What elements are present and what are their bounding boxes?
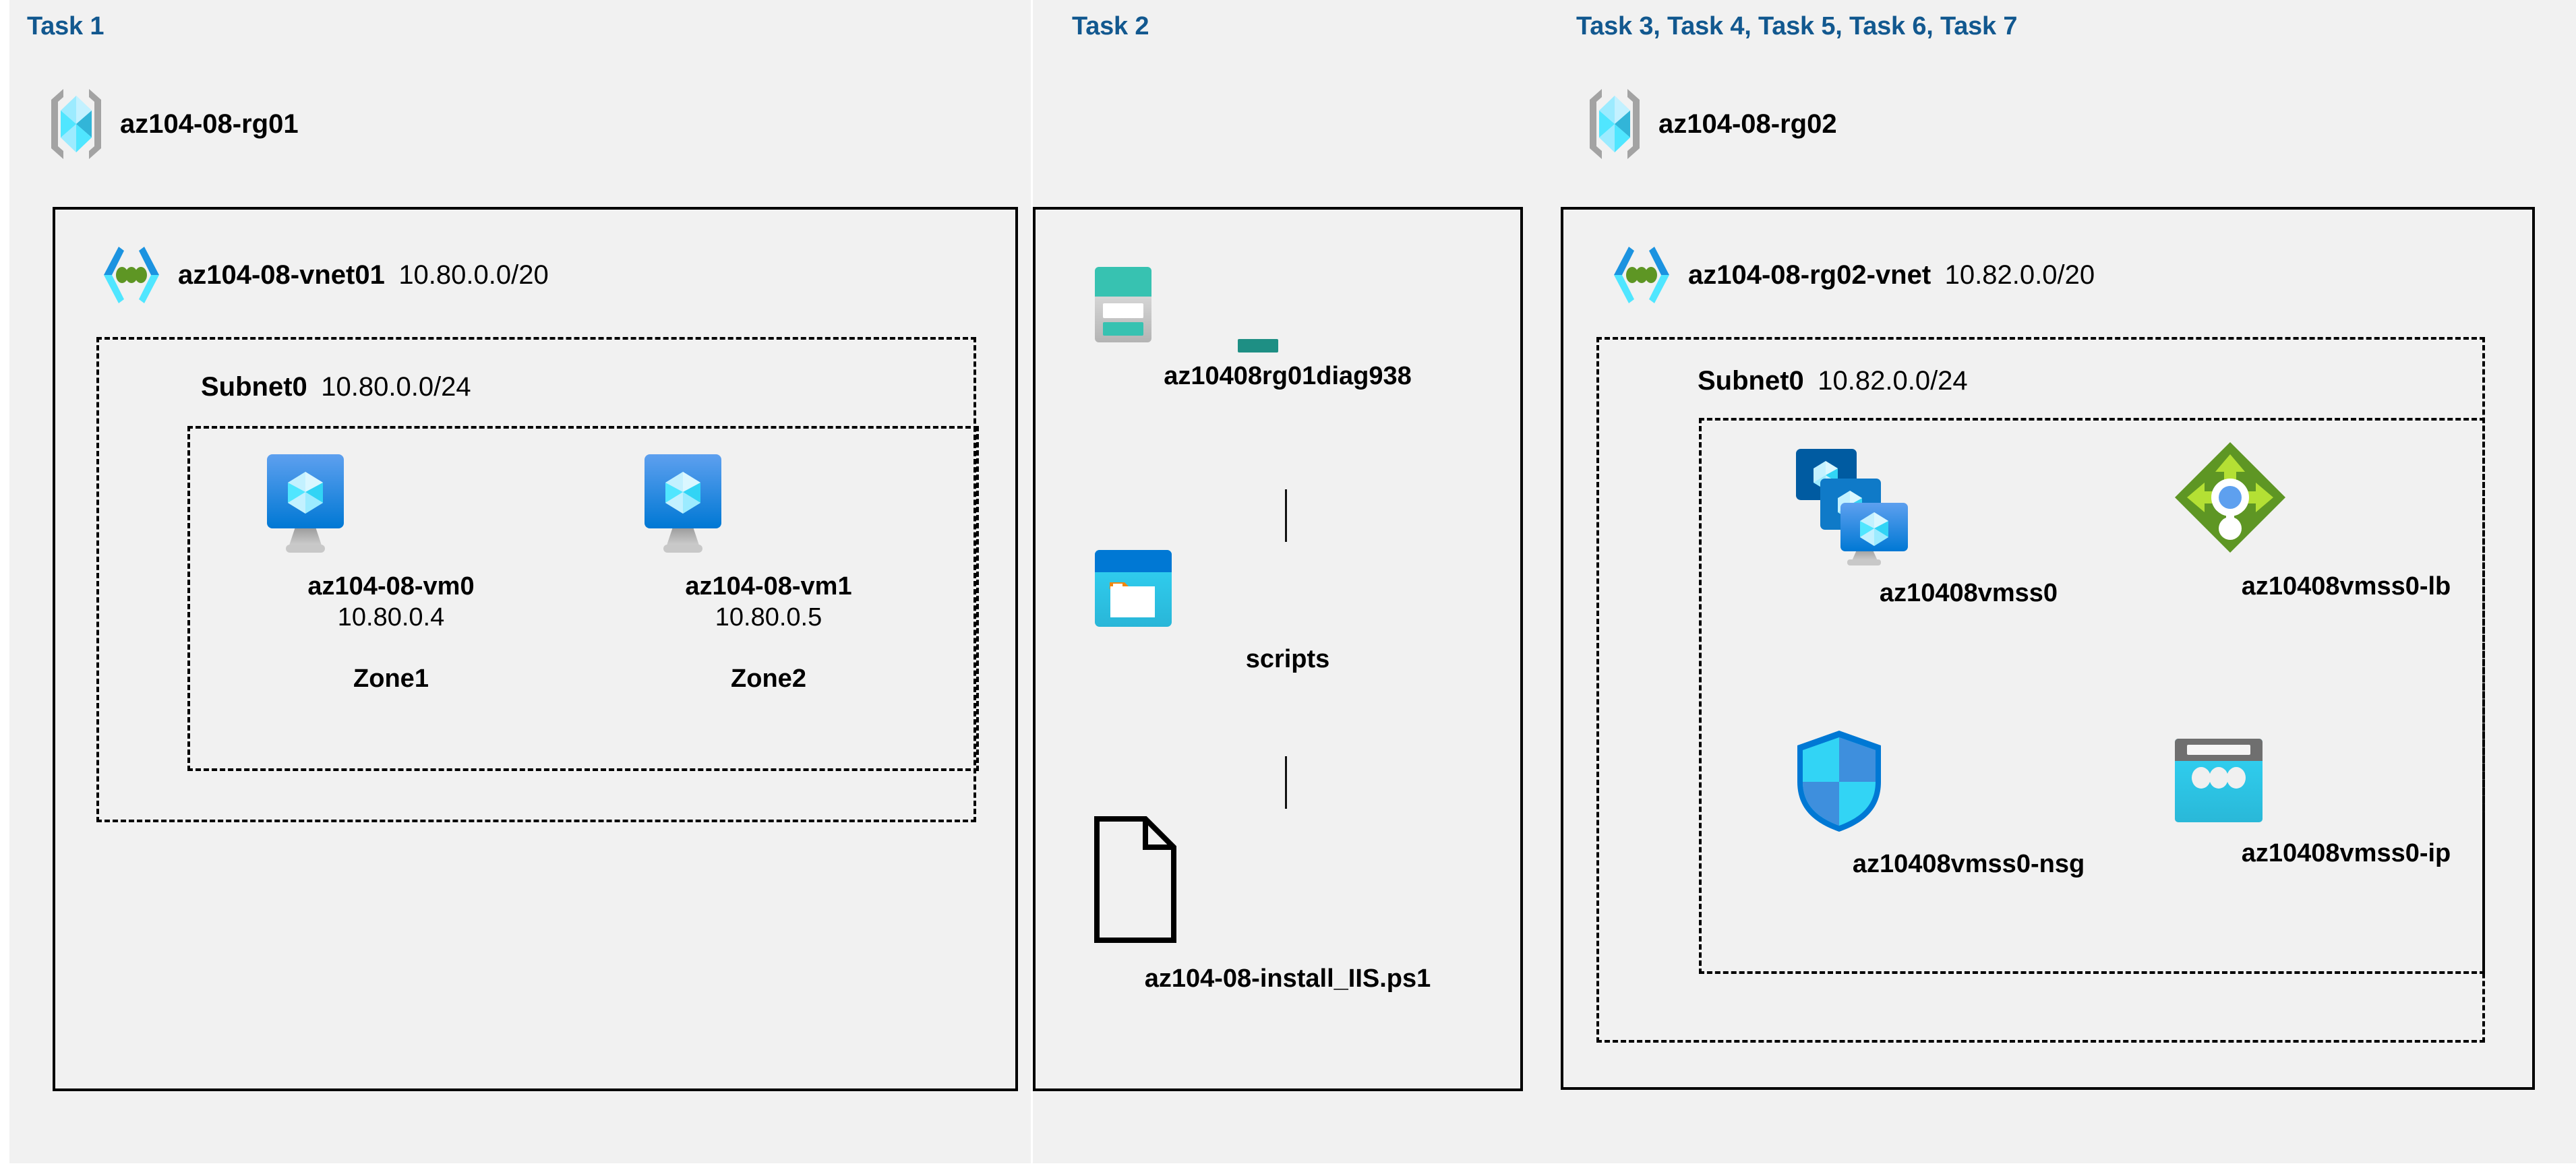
- virtual-machine-icon: [256, 452, 526, 559]
- vnet01-cidr: 10.80.0.0/20: [398, 259, 549, 290]
- network-security-group-icon: [1793, 728, 2144, 836]
- rg02-subnet0-label: Subnet0 10.82.0.0/24: [1698, 366, 1968, 396]
- vnet01-label: az104-08-vnet01 10.80.0.0/20: [178, 260, 549, 290]
- rg02-vnet-cidr: 10.82.0.0/20: [1944, 259, 2095, 290]
- vm-name: az104-08-vm0: [307, 572, 475, 601]
- blob-container-icon: [1092, 547, 1483, 630]
- subnet0-name: Subnet0: [201, 372, 307, 402]
- file-name: az104-08-install_IIS.ps1: [1144, 964, 1431, 993]
- subnet0-name: Subnet0: [1698, 366, 1804, 396]
- subnet0-cidr: 10.82.0.0/24: [1818, 366, 1968, 396]
- rg02-vnet-header[interactable]: az104-08-rg02-vnet 10.82.0.0/20: [1609, 244, 2095, 306]
- vnet01-boundary: [53, 207, 1018, 1091]
- resource-group-icon: [47, 86, 105, 162]
- resource-group-rg02[interactable]: az104-08-rg02: [1586, 86, 1837, 162]
- vm-name: az104-08-vm1: [685, 572, 852, 601]
- storage-account-node[interactable]: az10408rg01diag938: [1092, 264, 1483, 392]
- blob-container-name: scripts: [1245, 645, 1330, 673]
- vnet01-header[interactable]: az104-08-vnet01 10.80.0.0/20: [98, 244, 549, 306]
- rg02-vnet-label: az104-08-rg02-vnet 10.82.0.0/20: [1688, 260, 2095, 290]
- file-node[interactable]: az104-08-install_IIS.ps1: [1092, 814, 1483, 994]
- resource-group-label: az104-08-rg01: [120, 109, 299, 139]
- vm-node-1[interactable]: az104-08-vm1 10.80.0.5 Zone2: [634, 452, 903, 694]
- vnet01-subnet0-boundary: [96, 337, 976, 822]
- vm-ip: 10.80.0.5: [715, 603, 822, 632]
- task-label-2: Task 2: [1072, 12, 1149, 40]
- rg02-vnet-boundary: [1561, 207, 2535, 1090]
- public-ip-node[interactable]: az10408vmss0-ip: [2171, 736, 2521, 869]
- load-balancer-name: az10408vmss0-lb: [2241, 572, 2451, 601]
- virtual-network-icon: [98, 244, 164, 306]
- task-label-3to7: Task 3, Task 4, Task 5, Task 6, Task 7: [1576, 12, 2018, 40]
- vm-zone: Zone2: [731, 665, 806, 694]
- nsg-name: az10408vmss0-nsg: [1852, 850, 2085, 878]
- nsg-node[interactable]: az10408vmss0-nsg: [1793, 728, 2144, 880]
- vm-zone: Zone1: [353, 665, 429, 694]
- public-ip-address-icon: [2171, 736, 2521, 825]
- vnet01-name: az104-08-vnet01: [178, 259, 385, 290]
- vmss-name: az10408vmss0: [1879, 579, 2058, 607]
- storage-account-name: az10408rg01diag938: [1164, 362, 1412, 390]
- load-balancer-icon: [2171, 438, 2521, 557]
- resource-group-label: az104-08-rg02: [1658, 109, 1837, 139]
- storage-icon-bottom-bar: [1238, 339, 1278, 352]
- task-label-1: Task 1: [27, 12, 104, 40]
- vmss-resource-group-boundary: [1699, 418, 2485, 974]
- vm-node-0[interactable]: az104-08-vm0 10.80.0.4 Zone1: [256, 452, 526, 694]
- vm-scale-set-icon: [1793, 445, 2144, 566]
- vnet01-subnet0-label: Subnet0 10.80.0.0/24: [201, 372, 471, 402]
- file-document-icon: [1092, 814, 1483, 945]
- storage-account-icon: [1092, 264, 1483, 345]
- virtual-machine-icon: [634, 452, 903, 559]
- vm-ip: 10.80.0.4: [337, 603, 445, 632]
- connector-storage-to-container: [1285, 489, 1287, 542]
- load-balancer-node[interactable]: az10408vmss0-lb: [2171, 438, 2521, 602]
- vmss-node[interactable]: az10408vmss0: [1793, 445, 2144, 609]
- resource-group-icon: [1586, 86, 1644, 162]
- blob-container-node[interactable]: scripts: [1092, 547, 1483, 675]
- availability-zone-group: [187, 426, 979, 771]
- public-ip-name: az10408vmss0-ip: [2241, 839, 2451, 867]
- task2-boundary: [1033, 207, 1523, 1091]
- resource-group-rg01[interactable]: az104-08-rg01: [47, 86, 299, 162]
- connector-container-to-file: [1285, 756, 1287, 809]
- virtual-network-icon: [1609, 244, 1675, 306]
- subnet0-cidr: 10.80.0.0/24: [321, 372, 471, 402]
- rg02-vnet-name: az104-08-rg02-vnet: [1688, 259, 1931, 290]
